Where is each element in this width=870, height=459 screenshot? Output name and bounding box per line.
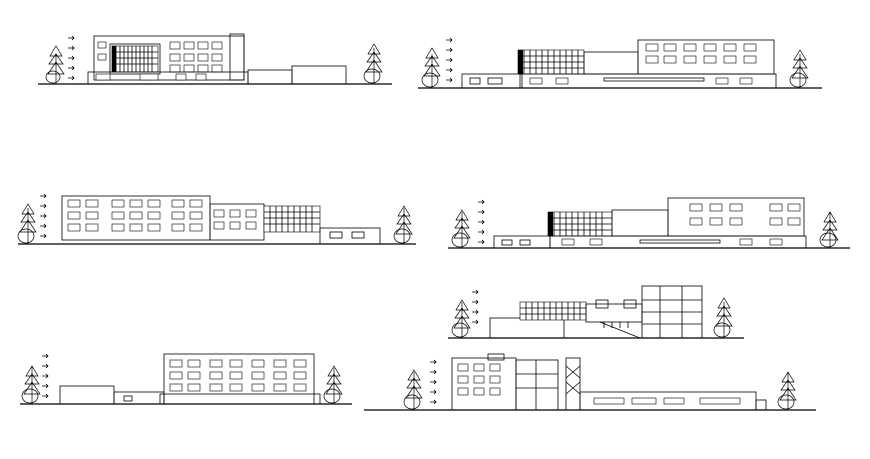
tree-icon bbox=[451, 209, 471, 248]
elevation-1 bbox=[38, 33, 392, 85]
level-markers bbox=[40, 193, 47, 239]
tree-icon bbox=[45, 45, 65, 84]
tree-icon bbox=[789, 49, 809, 88]
tree-icon bbox=[403, 369, 423, 410]
curtain-wall bbox=[547, 211, 613, 237]
elevation-4 bbox=[448, 197, 850, 249]
tree-icon bbox=[393, 205, 413, 244]
tree-icon bbox=[777, 371, 797, 410]
elevation-7 bbox=[364, 353, 816, 411]
curtain-wall bbox=[517, 49, 585, 75]
building-block bbox=[667, 197, 805, 237]
tree-icon bbox=[451, 299, 471, 338]
tree-icon bbox=[421, 47, 441, 88]
level-markers bbox=[42, 353, 49, 399]
curtain-wall bbox=[519, 301, 587, 321]
tree-icon bbox=[323, 365, 343, 404]
curtain-wall bbox=[263, 205, 321, 233]
level-markers bbox=[472, 289, 479, 325]
tree-icon bbox=[21, 365, 41, 404]
elevation-6 bbox=[20, 353, 352, 405]
elevation-5 bbox=[448, 285, 744, 339]
level-markers bbox=[430, 359, 437, 405]
tree-icon bbox=[819, 211, 839, 248]
tree-icon bbox=[17, 203, 37, 244]
low-wing bbox=[247, 69, 293, 85]
curtain-wall bbox=[111, 45, 159, 73]
level-markers bbox=[446, 37, 453, 83]
elevation-3 bbox=[17, 193, 416, 245]
tree-icon bbox=[713, 297, 733, 338]
tree-icon bbox=[363, 43, 383, 84]
level-markers bbox=[478, 199, 485, 245]
level-markers bbox=[68, 35, 75, 81]
elevation-2 bbox=[418, 37, 822, 89]
